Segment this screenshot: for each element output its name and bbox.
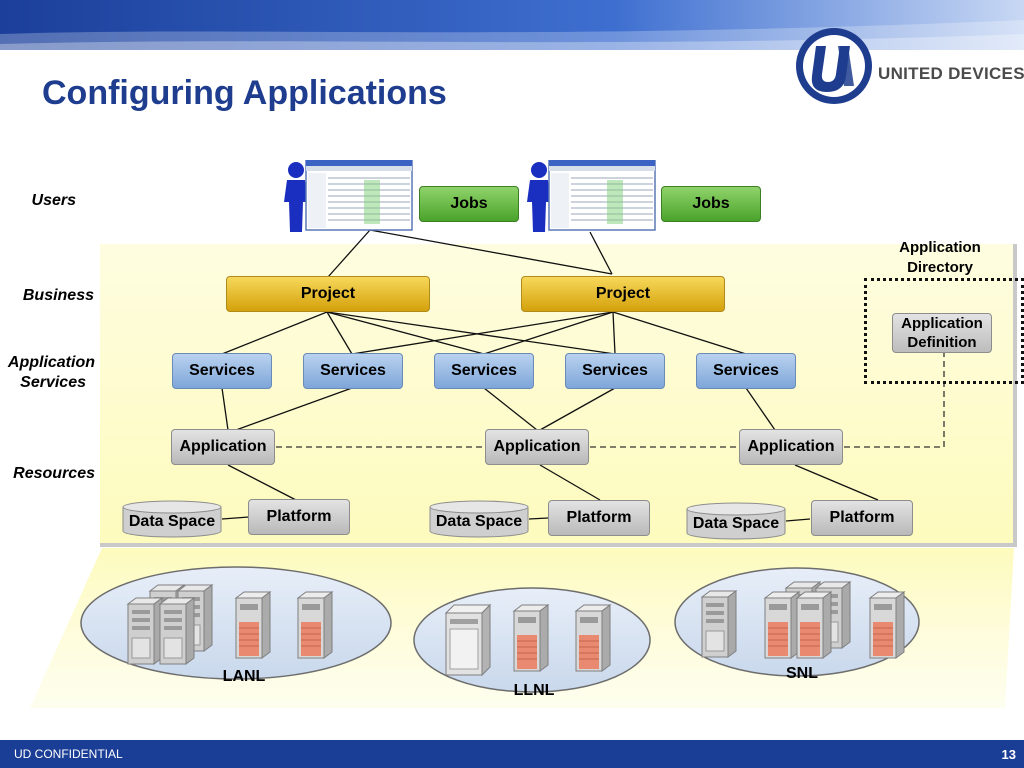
- layer-label-business: Business: [22, 287, 94, 304]
- slide-title: Configuring Applications: [42, 74, 447, 112]
- services-box-2: Services: [303, 353, 403, 389]
- application-box-3: Application: [739, 429, 843, 465]
- cylinder-icon: [122, 500, 222, 538]
- user-with-console-1: [284, 160, 413, 232]
- application-box-2: Application: [485, 429, 589, 465]
- project-box-1: Project: [226, 276, 430, 312]
- header-band: [0, 0, 1024, 62]
- united-devices-logo: [796, 28, 872, 104]
- data-space-label: Data Space: [128, 513, 216, 530]
- application-definition-line1: Application: [901, 315, 983, 332]
- footer-bar: [0, 740, 1024, 768]
- services-box-4: Services: [565, 353, 665, 389]
- project-box-2: Project: [521, 276, 725, 312]
- layer-label-application-services-2: Services: [20, 374, 86, 391]
- logo-text: UNITED DEVICES™: [878, 64, 1024, 83]
- data-space-2: Data Space: [429, 500, 529, 538]
- application-directory-box: [864, 278, 1024, 384]
- site-label-snl: SNL: [786, 665, 818, 682]
- data-space-label: Data Space: [692, 515, 780, 532]
- services-box-3: Services: [434, 353, 534, 389]
- application-directory-line2: Directory: [907, 259, 973, 276]
- page-number: 13: [1001, 747, 1016, 762]
- cylinder-icon: [686, 502, 786, 540]
- data-space-label: Data Space: [435, 513, 523, 530]
- data-space-1: Data Space: [122, 500, 222, 538]
- jobs-box-2: Jobs: [661, 186, 761, 222]
- platform-box-1: Platform: [248, 499, 350, 535]
- application-definition-box: Application Definition: [892, 313, 992, 353]
- platform-box-3: Platform: [811, 500, 913, 536]
- site-label-llnl: LLNL: [513, 682, 555, 699]
- application-box-1: Application: [171, 429, 275, 465]
- platform-box-2: Platform: [548, 500, 650, 536]
- application-directory-label: Application Directory: [880, 238, 1000, 278]
- cylinder-icon: [429, 500, 529, 538]
- services-box-5: Services: [696, 353, 796, 389]
- data-space-3: Data Space: [686, 502, 786, 540]
- application-definition-line2: Definition: [907, 334, 977, 351]
- site-label-lanl: LANL: [222, 668, 266, 685]
- confidential-notice: UD CONFIDENTIAL: [14, 747, 123, 761]
- layer-label-users: Users: [31, 192, 76, 209]
- application-directory-line1: Application: [899, 239, 981, 256]
- layer-label-application-services-1: Application: [7, 354, 95, 371]
- layer-label-resources: Resources: [13, 465, 95, 482]
- services-box-1: Services: [172, 353, 272, 389]
- jobs-box-1: Jobs: [419, 186, 519, 222]
- user-with-console-2: [527, 160, 656, 232]
